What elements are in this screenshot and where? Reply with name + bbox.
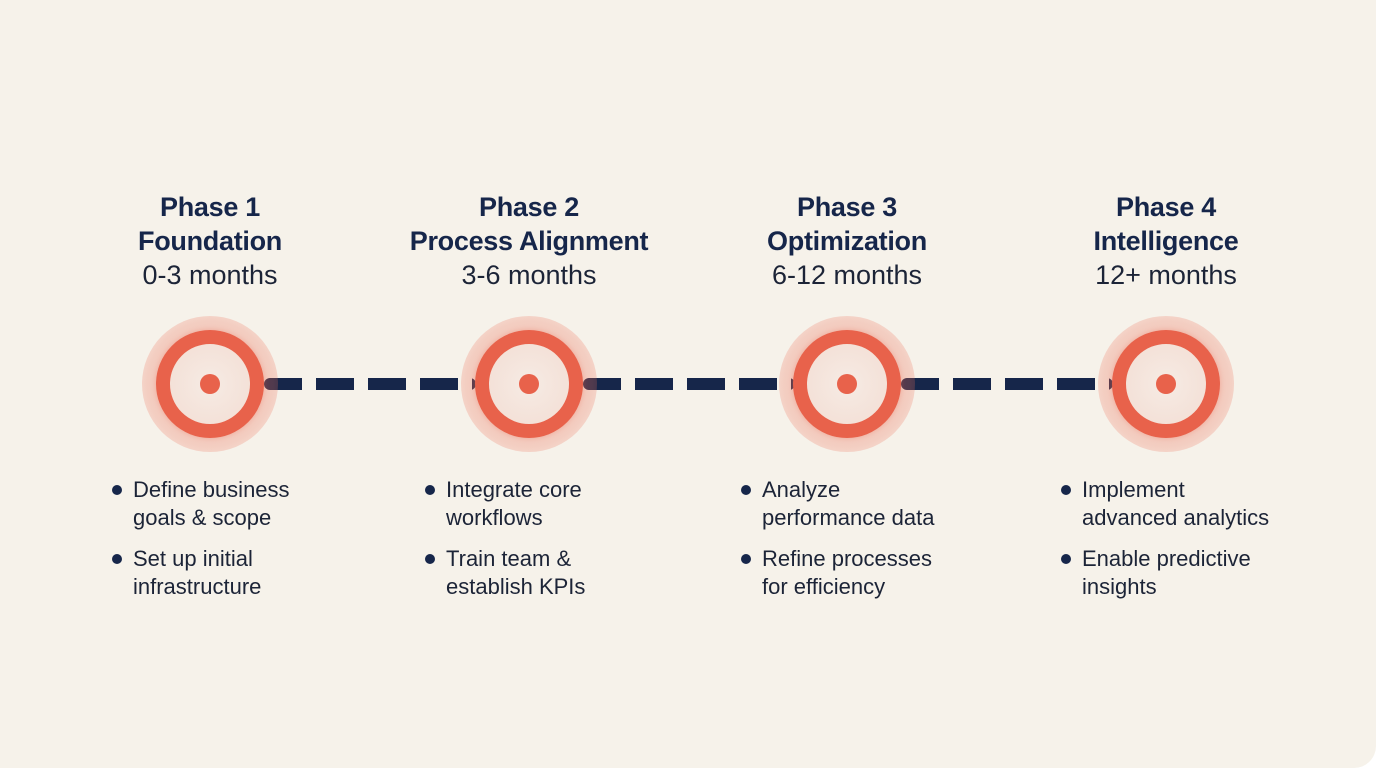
target-icon [1098,316,1234,452]
bullet-item: Analyze performance data [741,476,934,532]
phase-number: Phase 2 [479,192,579,222]
target-center-dot [200,374,220,394]
phase-2: Phase 2 Process Alignment 3-6 months Int… [369,0,689,768]
bullet-text: Analyze performance data [762,477,935,530]
phase-3: Phase 3 Optimization 6-12 months Analyze… [687,0,1007,768]
target-ring [156,330,264,438]
phase-1: Phase 1 Foundation 0-3 months Define bus… [50,0,370,768]
phase-4: Phase 4 Intelligence 12+ months Implemen… [1006,0,1326,768]
bullet-text: Set up initial infrastructure [133,546,262,599]
phase-duration: 3-6 months [461,260,597,290]
phase-bullets: Implement advanced analytics Enable pred… [1061,476,1269,614]
bullet-text: Refine processes for efficiency [762,546,932,599]
bullet-text: Define business goals & scope [133,477,290,530]
bullet-icon [741,554,751,564]
phase-bullets: Analyze performance data Refine processe… [741,476,934,614]
phase-number: Phase 3 [797,192,897,222]
target-center-dot [1156,374,1176,394]
phase-name: Foundation [138,226,282,256]
phase-bullets: Integrate core workflows Train team & es… [425,476,585,614]
bullet-item: Integrate core workflows [425,476,585,532]
phase-name: Optimization [767,226,927,256]
phase-duration: 6-12 months [771,260,923,290]
bullet-icon [1061,485,1071,495]
phase-name: Intelligence [1093,226,1239,256]
bullet-text: Enable predictive insights [1082,546,1251,599]
phase-duration: 0-3 months [142,260,278,290]
target-ring [793,330,901,438]
bullet-text: Train team & establish KPIs [446,546,586,599]
bullet-item: Train team & establish KPIs [425,545,585,601]
target-icon [461,316,597,452]
phase-header: Phase 2 Process Alignment 3-6 months [369,190,689,292]
connector-2-3 [583,378,795,390]
phase-name: Process Alignment [409,226,649,256]
phase-header: Phase 3 Optimization 6-12 months [687,190,1007,292]
bullet-item: Implement advanced analytics [1061,476,1269,532]
connector-3-4 [901,378,1113,390]
bullet-item: Define business goals & scope [112,476,290,532]
bullet-icon [112,485,122,495]
bullet-icon [1061,554,1071,564]
bullet-text: Integrate core workflows [446,477,582,530]
target-icon [779,316,915,452]
connector-1-2 [264,378,476,390]
phase-header: Phase 4 Intelligence 12+ months [1006,190,1326,292]
phase-bullets: Define business goals & scope Set up ini… [112,476,290,614]
bullet-text: Implement advanced analytics [1082,477,1270,530]
bullet-item: Refine processes for efficiency [741,545,934,601]
bullet-item: Set up initial infrastructure [112,545,290,601]
target-ring [1112,330,1220,438]
phase-duration: 12+ months [1095,260,1237,290]
target-ring [475,330,583,438]
phase-header: Phase 1 Foundation 0-3 months [50,190,370,292]
bullet-icon [112,554,122,564]
target-center-dot [519,374,539,394]
bullet-icon [425,485,435,495]
phase-number: Phase 1 [160,192,260,222]
bullet-icon [741,485,751,495]
bullet-icon [425,554,435,564]
phase-number: Phase 4 [1116,192,1216,222]
bullet-item: Enable predictive insights [1061,545,1269,601]
target-icon [142,316,278,452]
target-center-dot [837,374,857,394]
